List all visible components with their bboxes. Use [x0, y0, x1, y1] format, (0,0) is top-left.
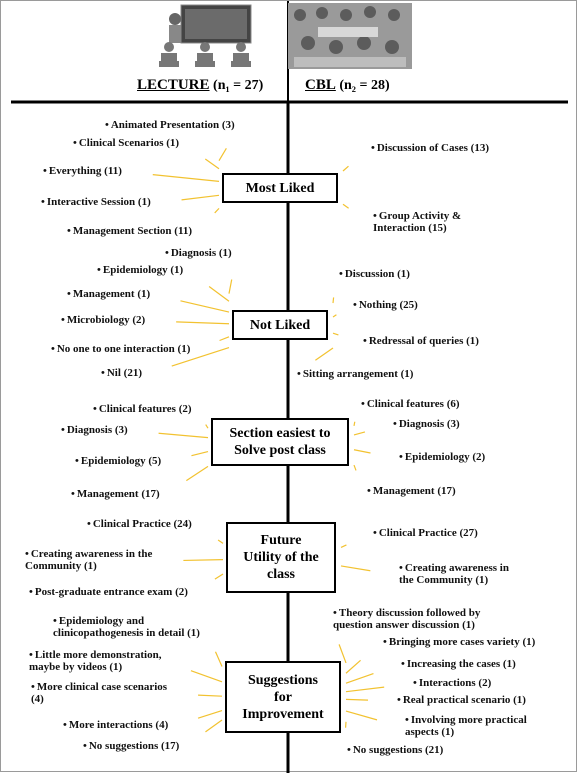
connector-ray — [346, 699, 368, 700]
suggestion-right-item: Interactions (2) — [413, 677, 491, 689]
connector-ray — [198, 695, 222, 696]
connector-ray — [333, 333, 338, 335]
lecture-title: LECTURE — [137, 77, 210, 93]
most-liked-left-item: Clinical Scenarios (1) — [73, 137, 179, 149]
connector-ray — [220, 337, 229, 341]
not-liked-left-item: No one to one interaction (1) — [51, 343, 190, 355]
connector-ray — [218, 540, 223, 543]
not-liked-right-item: Sitting arrangement (1) — [297, 368, 413, 380]
connector-ray — [343, 204, 349, 208]
easiest-left-item: Epidemiology (5) — [75, 455, 161, 467]
classroom-icon — [155, 3, 277, 69]
suggestion-right-item: Increasing the cases (1) — [401, 658, 516, 670]
connector-ray — [191, 452, 208, 456]
connector-ray — [215, 574, 223, 579]
connector-ray — [205, 159, 219, 169]
suggestion-right-item: Bringing more cases variety (1) — [383, 636, 535, 648]
connector-ray — [182, 195, 219, 200]
most-liked-right-item: Discussion of Cases (13) — [371, 142, 489, 154]
suggestion-left-item: No suggestions (17) — [83, 740, 179, 752]
suggestion-right-item: No suggestions (21) — [347, 744, 443, 756]
connector-ray — [219, 148, 226, 160]
future-right-item: Clinical Practice (27) — [373, 527, 478, 539]
connector-ray — [354, 432, 365, 435]
connector-ray — [191, 671, 222, 682]
connector-ray — [229, 280, 232, 294]
connector-ray — [354, 422, 355, 426]
future-left-item: Clinical Practice (24) — [87, 518, 192, 530]
cbl-title: CBL — [305, 77, 336, 93]
connector-ray — [333, 297, 334, 303]
box-not-liked: Not Liked — [232, 310, 328, 340]
connector-ray — [315, 348, 333, 360]
not-liked-left-item: Management (1) — [67, 288, 150, 300]
most-liked-right-item: Group Activity &Interaction (15) — [373, 210, 461, 234]
easiest-left-item: Clinical features (2) — [93, 403, 192, 415]
connector-ray — [346, 674, 373, 684]
easiest-right-item: Clinical features (6) — [361, 398, 460, 410]
connector-ray — [346, 687, 384, 692]
suggestion-right-item: Real practical scenario (1) — [397, 694, 526, 706]
group-discussion-photo — [288, 3, 412, 69]
connector-ray — [198, 711, 222, 719]
not-liked-right-item: Nothing (25) — [353, 299, 418, 311]
group-photo-icon — [288, 3, 412, 69]
connector-ray — [346, 660, 361, 673]
most-liked-left-item: Animated Presentation (3) — [105, 119, 235, 131]
box-most-liked: Most Liked — [222, 173, 338, 203]
connector-ray — [333, 315, 336, 317]
connector-ray — [183, 560, 223, 561]
cbl-header: CBL (n₂ = 28) — [305, 77, 390, 94]
connector-ray — [186, 466, 208, 480]
suggestion-left-item: More interactions (4) — [63, 719, 168, 731]
most-liked-left-item: Management Section (11) — [67, 225, 192, 237]
connector-ray — [215, 208, 219, 213]
suggestion-left-item: Little more demonstration,maybe by video… — [29, 649, 161, 673]
connector-ray — [205, 720, 222, 732]
connector-ray — [354, 450, 370, 453]
lecture-n: (n₁ = 27) — [213, 78, 263, 93]
not-liked-left-item: Epidemiology (1) — [97, 264, 183, 276]
classroom-illustration — [155, 3, 277, 69]
cbl-n: (n₂ = 28) — [339, 78, 389, 93]
connector-ray — [159, 433, 208, 437]
connector-ray — [209, 286, 229, 301]
future-left-item: Post-graduate entrance exam (2) — [29, 586, 188, 598]
suggestion-left-item: More clinical case scenarios(4) — [31, 681, 167, 705]
easiest-right-item: Epidemiology (2) — [399, 451, 485, 463]
connector-ray — [206, 425, 208, 429]
connector-ray — [341, 566, 370, 571]
connector-ray — [215, 652, 222, 667]
lecture-header: LECTURE (n₁ = 27) — [137, 77, 263, 94]
not-liked-left-item: Diagnosis (1) — [165, 247, 232, 259]
not-liked-right-item: Redressal of queries (1) — [363, 335, 479, 347]
not-liked-left-item: Nil (21) — [101, 367, 142, 379]
connector-ray — [153, 175, 219, 182]
easiest-left-item: Management (17) — [71, 488, 160, 500]
easiest-left-item: Diagnosis (3) — [61, 424, 128, 436]
connector-ray — [180, 301, 229, 312]
not-liked-left-item: Microbiology (2) — [61, 314, 145, 326]
connector-ray — [176, 322, 229, 324]
not-liked-right-item: Discussion (1) — [339, 268, 410, 280]
connector-ray — [343, 166, 348, 171]
connector-ray — [354, 465, 356, 470]
most-liked-left-item: Everything (11) — [43, 165, 122, 177]
easiest-right-item: Management (17) — [367, 485, 456, 497]
connector-ray — [341, 545, 346, 548]
easiest-right-item: Diagnosis (3) — [393, 418, 460, 430]
most-liked-left-item: Interactive Session (1) — [41, 196, 151, 208]
connector-ray — [346, 711, 377, 720]
